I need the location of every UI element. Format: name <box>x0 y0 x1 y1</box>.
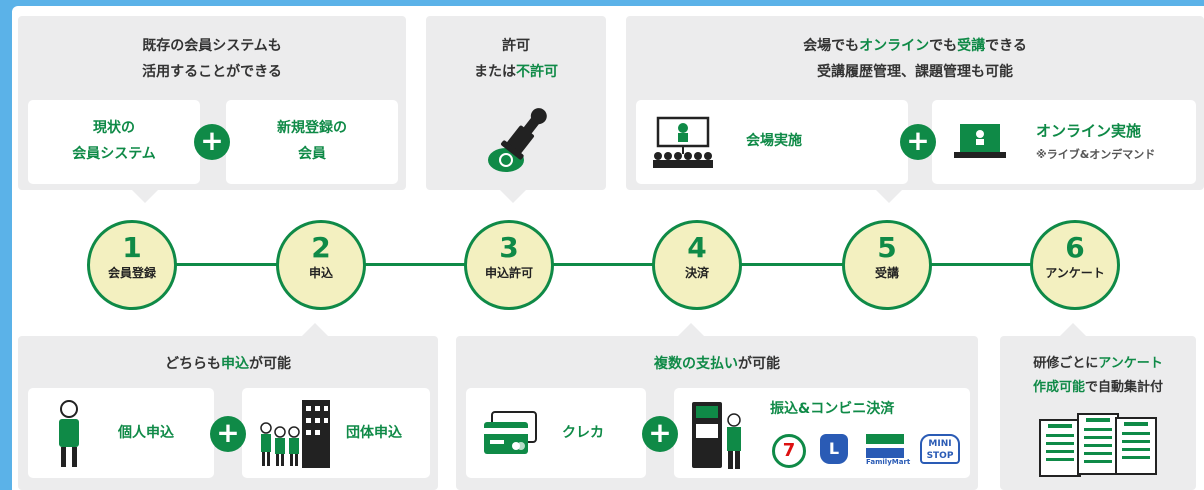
stamp-icon <box>488 108 547 172</box>
individual-card: 個人申込 <box>28 388 214 478</box>
individual-label: 個人申込 <box>118 425 174 441</box>
laptop-icon <box>954 124 1006 158</box>
pay-panel-pointer <box>678 323 704 336</box>
venue-card: 会場実施 <box>636 100 908 184</box>
seven-eleven-logo: 7 <box>772 434 806 468</box>
apply-panel-title: どちらも申込が可能 <box>165 356 291 372</box>
existing-member-line2: 会員システム <box>72 146 156 162</box>
credit-card-label: クレカ <box>562 425 604 441</box>
online-label: オンライン実施 <box>1036 122 1142 140</box>
timeline <box>132 263 1092 266</box>
online-note: ※ライブ&オンデマンド <box>1036 148 1156 161</box>
group-card: 団体申込 <box>242 388 430 478</box>
group-label: 団体申込 <box>346 425 402 441</box>
plus-icon: + <box>210 416 246 452</box>
survey-panel-pointer <box>1060 323 1086 336</box>
member-panel-title-line1: 既存の会員システムも <box>142 38 282 54</box>
online-card: オンライン実施 ※ライブ&オンデマンド <box>932 100 1196 184</box>
attend-panel-title-line1: 会場でもオンラインでも受講できる <box>803 38 1027 54</box>
member-panel-pointer <box>132 190 158 203</box>
permit-panel-title-line2: または不許可 <box>474 64 558 80</box>
member-panel-title-line2: 活用することができる <box>142 64 282 80</box>
permit-panel: 許可 または不許可 <box>426 16 606 190</box>
attend-panel-title-line2: 受講履歴管理、課題管理も可能 <box>817 64 1013 80</box>
existing-member-line1: 現状の <box>93 120 135 136</box>
new-member-card: 新規登録の 会員 <box>226 100 398 184</box>
ministop-logo: MINI STOP <box>920 434 960 464</box>
apply-panel: どちらも申込が可能 個人申込 + 団体申込 <box>18 336 438 490</box>
permit-panel-pointer <box>500 190 526 203</box>
new-member-line1: 新規登録の <box>277 120 347 136</box>
survey-title-line2: 作成可能で自動集計付 <box>1032 380 1164 395</box>
credit-card-card: クレカ <box>466 388 646 478</box>
permit-panel-title-line1: 許可 <box>502 38 530 54</box>
venue-icon <box>653 116 713 168</box>
flow-diagram: 既存の会員システムも 活用することができる 現状の 会員システム + 新規登録の… <box>12 6 1204 490</box>
lawson-logo: L <box>820 434 848 464</box>
member-panel: 既存の会員システムも 活用することができる 現状の 会員システム + 新規登録の… <box>18 16 406 190</box>
attend-panel-pointer <box>876 190 902 203</box>
survey-title-line1: 研修ごとにアンケート <box>1033 356 1163 371</box>
plus-icon: + <box>900 124 936 160</box>
survey-panel: 研修ごとにアンケート 作成可能で自動集計付 <box>1000 336 1196 490</box>
plus-icon: + <box>194 124 230 160</box>
attend-panel: 会場でもオンラインでも受講できる 受講履歴管理、課題管理も可能 会場実施 + オ… <box>626 16 1204 190</box>
venue-label: 会場実施 <box>746 133 802 149</box>
survey-sheets-icon <box>1039 413 1157 477</box>
existing-member-card: 現状の 会員システム <box>28 100 200 184</box>
pay-panel-title: 複数の支払いが可能 <box>654 356 780 372</box>
group-icon <box>260 400 330 468</box>
person-icon <box>59 400 79 467</box>
atm-icon <box>692 402 741 469</box>
transfer-label: 振込&コンビニ決済 <box>770 401 895 417</box>
apply-panel-pointer <box>302 323 328 336</box>
plus-icon: + <box>642 416 678 452</box>
familymart-logo: FamilyMart <box>866 434 910 466</box>
pay-panel: 複数の支払いが可能 クレカ + 振込&コンビニ決済 7 <box>456 336 978 490</box>
transfer-card: 振込&コンビニ決済 7 L FamilyMart MINI STOP <box>674 388 970 478</box>
credit-card-icon <box>484 411 537 454</box>
new-member-line2: 会員 <box>298 146 326 162</box>
